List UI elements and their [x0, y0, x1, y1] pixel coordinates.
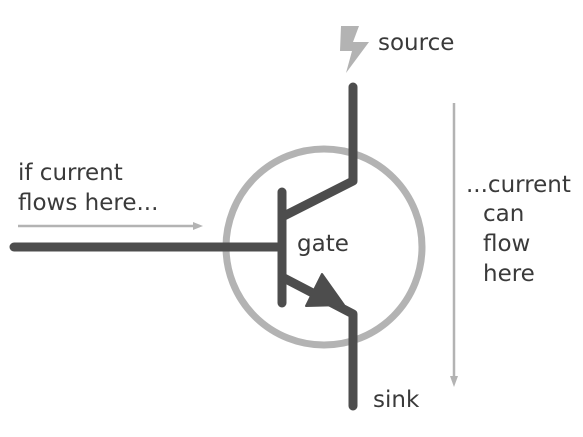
output-caption-line-2: can — [483, 201, 524, 227]
output-caption-line-1: ...current — [466, 172, 571, 198]
source-label: source — [378, 30, 454, 56]
gate-label: gate — [297, 231, 349, 257]
input-caption-line-2: flows here... — [18, 190, 158, 216]
output-caption-line-4: here — [483, 261, 535, 287]
input-arrow — [18, 222, 203, 230]
emitter-arrowhead — [305, 273, 345, 307]
sink-label: sink — [373, 387, 420, 413]
emitter-wire — [277, 272, 358, 411]
output-caption-line-3: flow — [483, 231, 530, 257]
output-arrow — [450, 103, 458, 387]
collector-wire — [277, 82, 358, 222]
input-caption-line-1: if current — [18, 160, 123, 186]
lightning-bolt-icon — [340, 26, 369, 73]
